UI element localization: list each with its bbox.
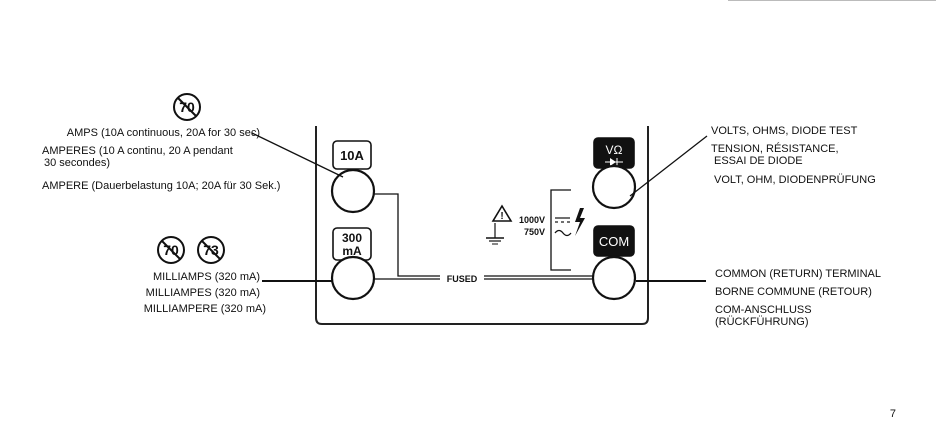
diode-icon — [605, 158, 623, 166]
label-amps-en: AMPS (10A continuous, 20A for 30 sec) — [66, 127, 260, 139]
label-common-en: COMMON (RETURN) TERMINAL — [715, 268, 882, 280]
label-volts-fr-1: TENSION, RÉSISTANCE, — [711, 143, 839, 155]
terminal-300ma: 300 mA — [330, 227, 376, 301]
no-70-badge: 70 — [173, 93, 201, 121]
voltage-ac-label: 750V — [524, 227, 545, 237]
voltage-dc-label: 1000V — [519, 215, 545, 225]
label-common-de-2: (RÜCKFÜHRUNG) — [715, 316, 809, 328]
label-volts-de: VOLT, OHM, DIODENPRÜFUNG — [714, 174, 876, 186]
badge-ma-70-number: 70 — [163, 242, 179, 258]
badge-amps-number: 70 — [179, 99, 195, 115]
terminal-com: COM — [591, 225, 637, 301]
no-70-badge: 70 — [157, 236, 185, 264]
label-amps-fr-2: 30 secondes) — [44, 157, 111, 169]
terminal-ma-line1: 300 — [342, 231, 362, 245]
terminal-volts-ohms: VΩ — [591, 137, 637, 210]
lightning-icon — [575, 208, 585, 236]
leader-volts — [629, 135, 708, 197]
label-common-de-1: COM-ANSCHLUSS — [715, 304, 812, 316]
label-volts-fr-2: ESSAI DE DIODE — [714, 155, 803, 167]
ac-icon — [554, 229, 572, 237]
terminal-com-label: COM — [599, 234, 629, 249]
label-amps-fr-1: AMPERES (10 A continu, 20 A pendant — [42, 145, 233, 157]
label-common-fr: BORNE COMMUNE (RETOUR) — [715, 286, 872, 298]
internal-wire-10a — [374, 193, 440, 277]
terminal-volts-label: VΩ — [606, 143, 623, 157]
page-number: 7 — [889, 408, 896, 420]
terminal-10a: 10A — [330, 140, 376, 214]
badge-ma-73-number: 73 — [203, 242, 219, 258]
label-milliamps-en: MILLIAMPS (320 mA) — [153, 271, 260, 283]
svg-text:!: ! — [500, 211, 503, 222]
ground-icon — [486, 223, 504, 245]
meter-body-outline — [315, 126, 649, 325]
label-milliamps-de: MILLIAMPERE (320 mA) — [143, 303, 266, 315]
label-volts-en: VOLTS, OHMS, DIODE TEST — [711, 125, 858, 137]
no-73-badge: 73 — [197, 236, 225, 264]
label-milliamps-fr: MILLIAMPES (320 mA) — [145, 287, 260, 299]
label-amps-de: AMPERE (Dauerbelastung 10A; 20A für 30 S… — [42, 180, 281, 192]
terminal-ma-line2: mA — [342, 244, 362, 258]
warning-icon: ! — [491, 204, 513, 222]
top-rule — [728, 0, 936, 1]
dc-icon — [555, 217, 570, 223]
terminal-10a-label: 10A — [340, 148, 364, 163]
fused-label: FUSED — [447, 274, 478, 284]
voltage-bracket — [550, 189, 571, 271]
leader-amps — [251, 132, 344, 178]
